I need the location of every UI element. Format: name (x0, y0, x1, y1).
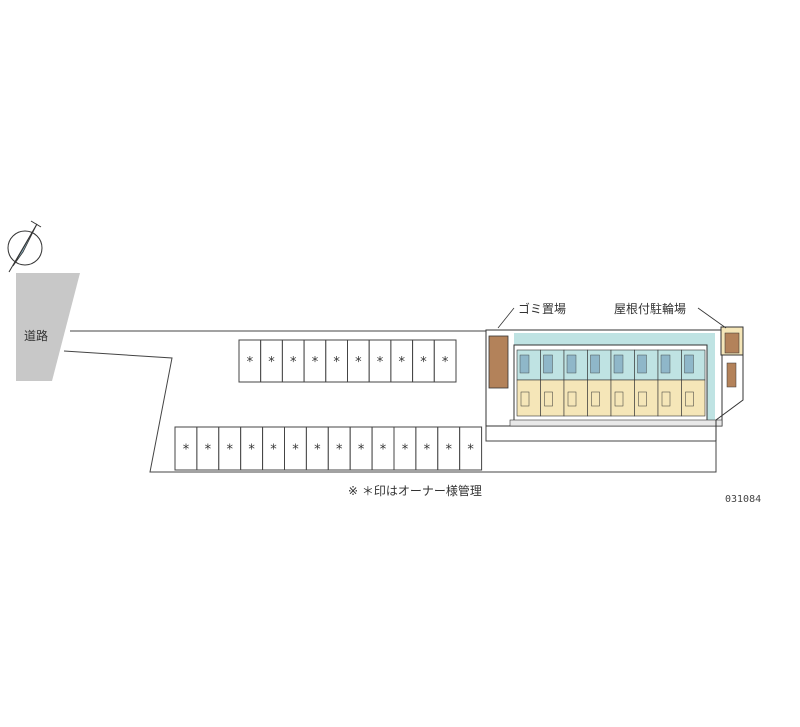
parking-space-mark: * (183, 443, 190, 458)
owner-managed-note: ※ ＊印はオーナー様管理 (348, 484, 482, 498)
property-code: 031084 (725, 494, 762, 505)
unit-door (614, 391, 624, 407)
unit-stair (637, 354, 647, 374)
parking-space-mark: * (314, 443, 321, 458)
parking-space-mark: * (399, 355, 406, 370)
unit-stair (566, 354, 577, 374)
bike-parking-label: 屋根付駐輪場 (614, 302, 687, 316)
north-arrow-icon (7, 220, 43, 273)
parking-space-mark: * (270, 443, 277, 458)
parking-space-mark: * (336, 443, 343, 458)
parking-row-top: * * * * * * * * * * (238, 339, 457, 383)
parking-space-mark: * (248, 443, 255, 458)
parking-space-mark: * (446, 443, 453, 458)
unit-stair (684, 354, 694, 374)
building (485, 329, 723, 427)
parking-space-mark: * (333, 355, 340, 370)
parking-space-mark: * (402, 443, 409, 458)
parking-space-mark: * (442, 355, 449, 370)
bike-parking (715, 326, 744, 441)
unit-stair (613, 354, 624, 374)
unit-door (638, 391, 647, 407)
garbage-leader (497, 307, 515, 329)
parking-space-mark: * (205, 443, 212, 458)
parking-space-mark: * (420, 355, 427, 370)
parking-space-mark: * (377, 355, 384, 370)
parking-space-mark: * (268, 355, 275, 370)
parking-space-mark: * (312, 355, 319, 370)
unit-stair (660, 354, 671, 374)
garbage-area (489, 336, 508, 388)
bike-leader (697, 307, 727, 329)
parking-space-mark: * (292, 443, 299, 458)
unit-door (520, 391, 530, 407)
unit-stair (519, 354, 530, 374)
unit-door (567, 391, 577, 407)
parking-space-mark: * (358, 443, 365, 458)
unit-stair (590, 354, 600, 374)
unit-door (544, 391, 553, 407)
parking-space-mark: * (355, 355, 362, 370)
parking-space-mark: * (290, 355, 297, 370)
parking-row-bottom: * * * * * * * * * * * * * * (174, 426, 483, 471)
parking-space-mark: * (380, 443, 387, 458)
parking-space-mark: * (424, 443, 431, 458)
apartment-units (516, 349, 706, 417)
unit-door (685, 391, 694, 407)
unit-door (661, 391, 671, 407)
unit-door (591, 391, 600, 407)
unit-stair (543, 354, 553, 374)
road-area (16, 273, 80, 381)
road-label: 道路 (24, 329, 49, 343)
parking-space-mark: * (227, 443, 234, 458)
parking-space-mark: * (467, 443, 474, 458)
parking-space (459, 426, 483, 471)
parking-space-mark: * (247, 355, 254, 370)
parking-space (433, 339, 457, 383)
garbage-area-label: ゴミ置場 (518, 302, 567, 316)
